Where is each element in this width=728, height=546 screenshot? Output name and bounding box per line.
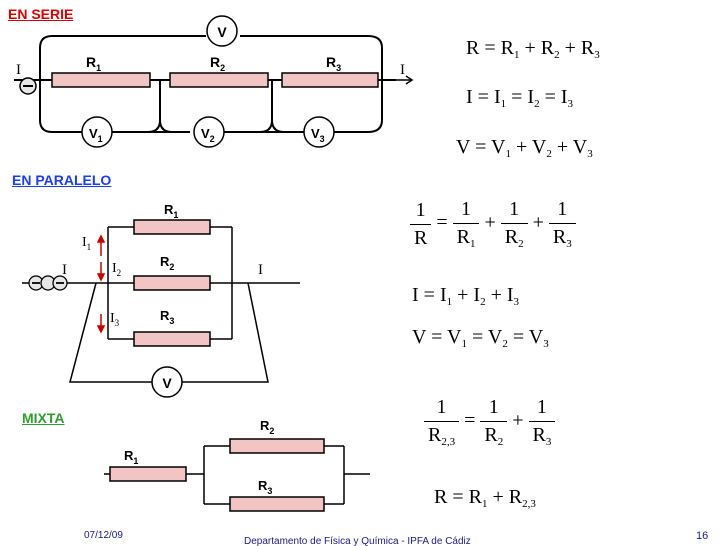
- svg-text:R2: R2: [160, 254, 174, 272]
- current-label-in: I: [16, 62, 21, 78]
- parallel-circuit: [22, 226, 300, 383]
- eq-serie-current: I = I1 = I2 = I3: [466, 86, 574, 110]
- footer-date: 07/12/09: [84, 530, 123, 541]
- resistor-r2: [169, 72, 269, 88]
- eq-mixta-total: R = R1 + R2,3: [434, 486, 536, 510]
- voltmeter-label: V: [217, 24, 227, 40]
- voltmeter-v3: [303, 116, 335, 148]
- eq-paralelo-voltage: V = V1 = V2 = V3: [412, 326, 549, 350]
- eq-serie-resistance: R = R1 + R2 + R3: [466, 37, 600, 61]
- voltmeter-total: [206, 15, 238, 47]
- voltmeter-paralelo: [151, 366, 183, 398]
- series-arrow: [396, 75, 414, 85]
- label-r1: R1: [86, 54, 101, 73]
- svg-text:R3: R3: [258, 478, 272, 496]
- resistor-r1: [51, 72, 151, 88]
- svg-text:I1: I1: [82, 235, 91, 252]
- eq-paralelo-current: I = I1 + I2 + I3: [412, 284, 520, 308]
- mixed-circuit: [104, 445, 370, 505]
- section-title-serie: EN SERIE: [8, 6, 74, 22]
- section-title-mixta: MIXTA: [22, 410, 65, 426]
- svg-text:V: V: [162, 375, 172, 391]
- svg-text:I: I: [62, 262, 67, 278]
- current-label-out: I: [400, 62, 405, 78]
- svg-text:I: I: [258, 262, 263, 278]
- svg-text:I2: I2: [112, 261, 121, 278]
- svg-text:I3: I3: [110, 311, 120, 328]
- resistor-r3: [281, 72, 379, 88]
- footer-department: Departamento de Física y Química - IPFA …: [244, 536, 471, 546]
- footer-page-number: 16: [696, 530, 709, 542]
- svg-text:R1: R1: [124, 448, 138, 466]
- eq-serie-voltage: V = V1 + V2 + V3: [456, 136, 593, 160]
- voltmeter-v1: [81, 116, 113, 148]
- svg-text:R2: R2: [260, 418, 274, 436]
- label-r3: R3: [326, 54, 341, 73]
- svg-text:R3: R3: [160, 308, 174, 326]
- voltmeter-v2: [193, 116, 225, 148]
- label-r2: R2: [210, 54, 225, 73]
- section-title-paralelo: EN PARALELO: [12, 172, 112, 188]
- svg-text:R1: R1: [164, 202, 178, 220]
